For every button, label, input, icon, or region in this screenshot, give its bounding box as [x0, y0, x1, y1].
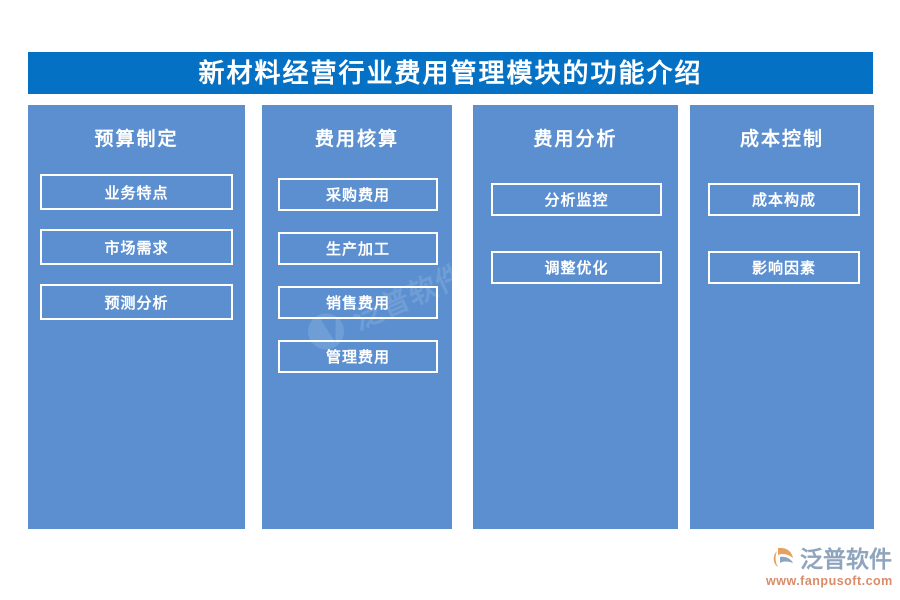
list-item[interactable]: 销售费用 — [278, 286, 438, 319]
list-item[interactable]: 成本构成 — [708, 183, 860, 216]
column-panel-budget-planning: 预算制定 业务特点 市场需求 预测分析 — [28, 105, 245, 529]
list-item[interactable]: 市场需求 — [40, 229, 233, 265]
company-website: www.fanpusoft.com — [766, 574, 893, 588]
fanpu-swoosh-logo-icon — [764, 543, 797, 572]
company-name: 泛普软件 — [800, 546, 892, 572]
column-panel-expense-analysis: 费用分析 分析监控 调整优化 — [473, 105, 678, 529]
list-item[interactable]: 生产加工 — [278, 232, 438, 265]
column-item-list-cost-control: 成本构成 影响因素 — [690, 169, 874, 319]
brand-logo: 泛普软件 www.fanpusoft.com — [764, 541, 893, 591]
list-item[interactable]: 调整优化 — [491, 251, 662, 284]
column-title-cost-control: 成本控制 — [739, 128, 824, 150]
column-item-list-budget-planning: 业务特点 市场需求 预测分析 — [28, 169, 245, 339]
list-item[interactable]: 影响因素 — [708, 251, 860, 284]
list-item[interactable]: 管理费用 — [278, 340, 438, 373]
list-item[interactable]: 采购费用 — [278, 178, 438, 211]
list-item[interactable]: 分析监控 — [491, 183, 662, 216]
page-title: 新材料经营行业费用管理模块的功能介绍 — [198, 58, 703, 88]
column-item-list-expense-analysis: 分析监控 调整优化 — [473, 169, 678, 319]
list-item[interactable]: 预测分析 — [40, 284, 233, 320]
brand-logo-row: 泛普软件 — [764, 541, 892, 573]
column-title-expense-analysis: 费用分析 — [533, 128, 618, 150]
column-title-expense-accounting: 费用核算 — [314, 128, 399, 150]
column-item-list-expense-accounting: 采购费用 生产加工 销售费用 管理费用 — [262, 169, 452, 394]
column-panel-cost-control: 成本控制 成本构成 影响因素 — [690, 105, 874, 529]
slide-title-bar: 新材料经营行业费用管理模块的功能介绍 — [28, 52, 873, 94]
column-panel-expense-accounting: 费用核算 采购费用 生产加工 销售费用 管理费用 — [262, 105, 452, 529]
column-title-budget-planning: 预算制定 — [94, 128, 179, 150]
list-item[interactable]: 业务特点 — [40, 174, 233, 210]
